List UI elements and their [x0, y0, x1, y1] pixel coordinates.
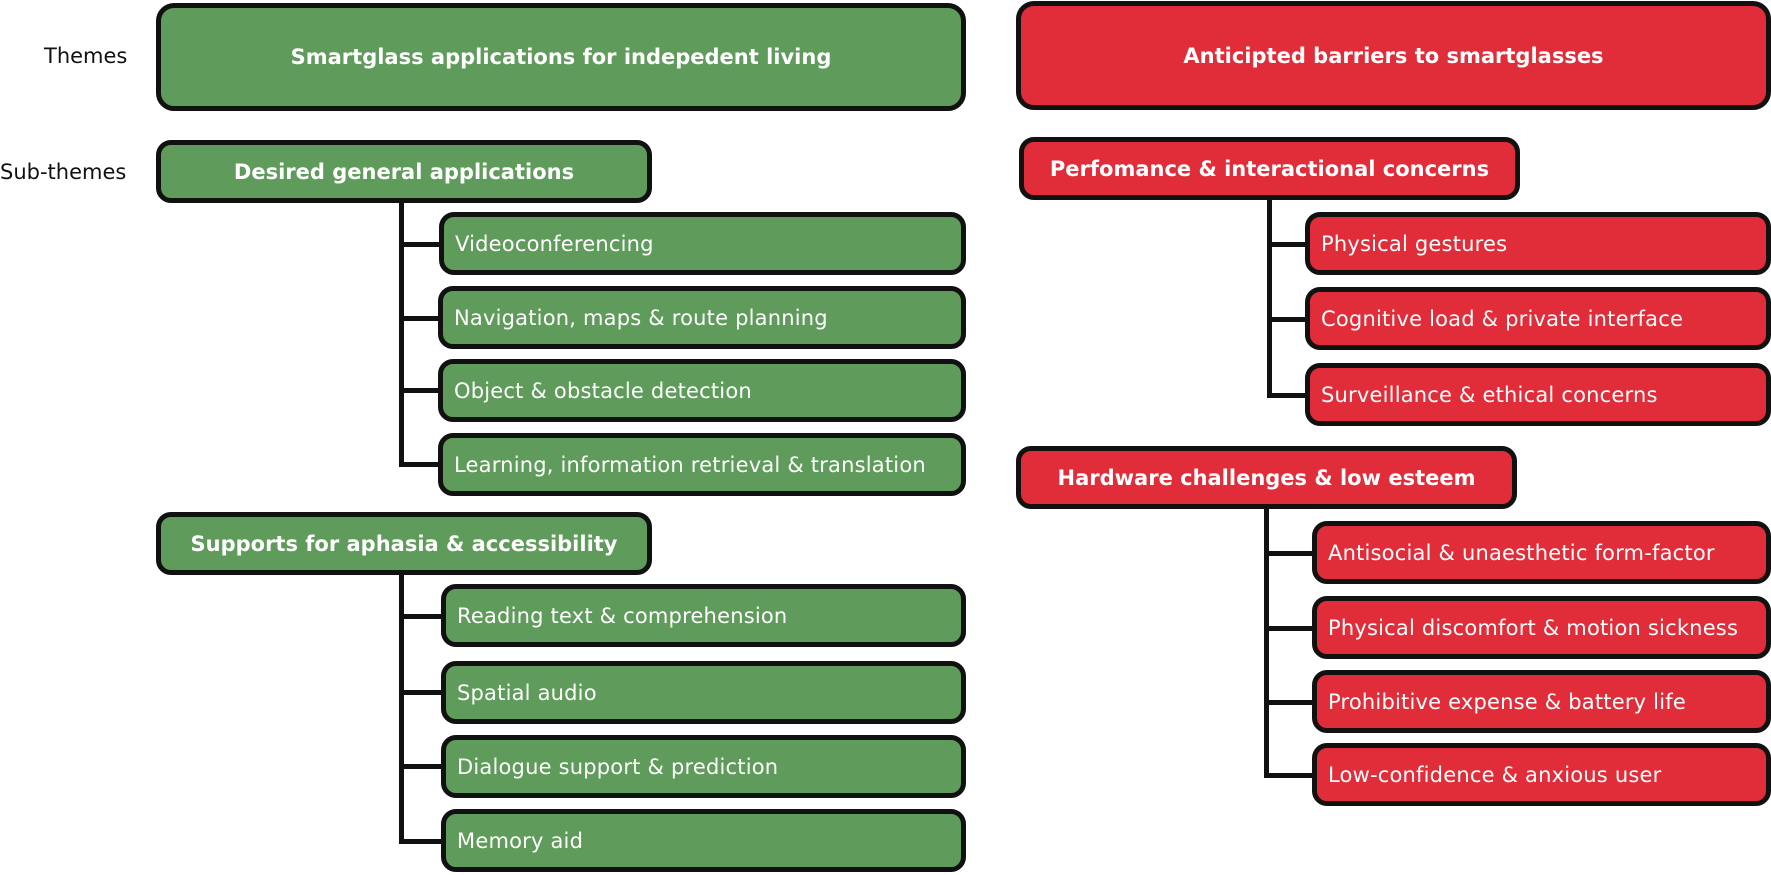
- tree-connector-vertical-hardware: [1264, 509, 1269, 778]
- item-physical-discomfort: Physical discomfort & motion sickness: [1312, 596, 1771, 659]
- tree-connector-branch: [1264, 700, 1312, 705]
- tree-connector-branch: [399, 242, 439, 247]
- tree-connector-branch: [1264, 551, 1312, 556]
- item-videoconferencing: Videoconferencing: [439, 212, 966, 275]
- subtheme-hardware-challenges: Hardware challenges & low esteem: [1016, 446, 1517, 509]
- item-object-obstacle-detection: Object & obstacle detection: [438, 359, 966, 422]
- subtheme-desired-general-applications: Desired general applications: [156, 140, 652, 203]
- theme-anticipated-barriers: Anticipted barriers to smartglasses: [1016, 1, 1771, 110]
- item-cognitive-load: Cognitive load & private interface: [1305, 287, 1771, 350]
- tree-connector-branch: [399, 316, 439, 321]
- themes-row-label: Themes: [44, 44, 128, 68]
- item-low-confidence: Low-confidence & anxious user: [1312, 743, 1771, 806]
- tree-connector-branch: [399, 614, 441, 619]
- tree-connector-branch: [1267, 393, 1305, 398]
- item-antisocial-form-factor: Antisocial & unaesthetic form-factor: [1312, 521, 1771, 584]
- subtheme-aphasia-accessibility: Supports for aphasia & accessibility: [156, 512, 652, 575]
- item-dialogue-support: Dialogue support & prediction: [441, 735, 966, 798]
- tree-connector-vertical-aphasia: [399, 575, 404, 844]
- theme-independent-living: Smartglass applications for indepedent l…: [156, 3, 966, 111]
- subtheme-performance-interactional: Perfomance & interactional concerns: [1019, 137, 1520, 200]
- item-learning-information: Learning, information retrieval & transl…: [438, 433, 966, 496]
- item-prohibitive-expense: Prohibitive expense & battery life: [1312, 670, 1771, 733]
- tree-connector-branch: [399, 462, 439, 467]
- tree-connector-branch: [399, 839, 441, 844]
- tree-connector-branch: [1264, 773, 1312, 778]
- item-surveillance-ethical: Surveillance & ethical concerns: [1305, 363, 1771, 426]
- tree-connector-vertical-general: [399, 203, 404, 467]
- item-physical-gestures: Physical gestures: [1305, 212, 1771, 275]
- item-memory-aid: Memory aid: [441, 809, 966, 872]
- tree-connector-branch: [1264, 626, 1312, 631]
- tree-connector-branch: [399, 764, 441, 769]
- item-navigation-maps: Navigation, maps & route planning: [438, 286, 966, 349]
- item-spatial-audio: Spatial audio: [441, 661, 966, 724]
- item-reading-text: Reading text & comprehension: [441, 584, 966, 647]
- tree-connector-vertical-performance: [1267, 200, 1272, 398]
- tree-connector-branch: [1267, 242, 1305, 247]
- tree-connector-branch: [399, 690, 441, 695]
- sub-themes-row-label: Sub-themes: [0, 160, 127, 184]
- tree-connector-branch: [1267, 317, 1305, 322]
- tree-connector-branch: [399, 388, 439, 393]
